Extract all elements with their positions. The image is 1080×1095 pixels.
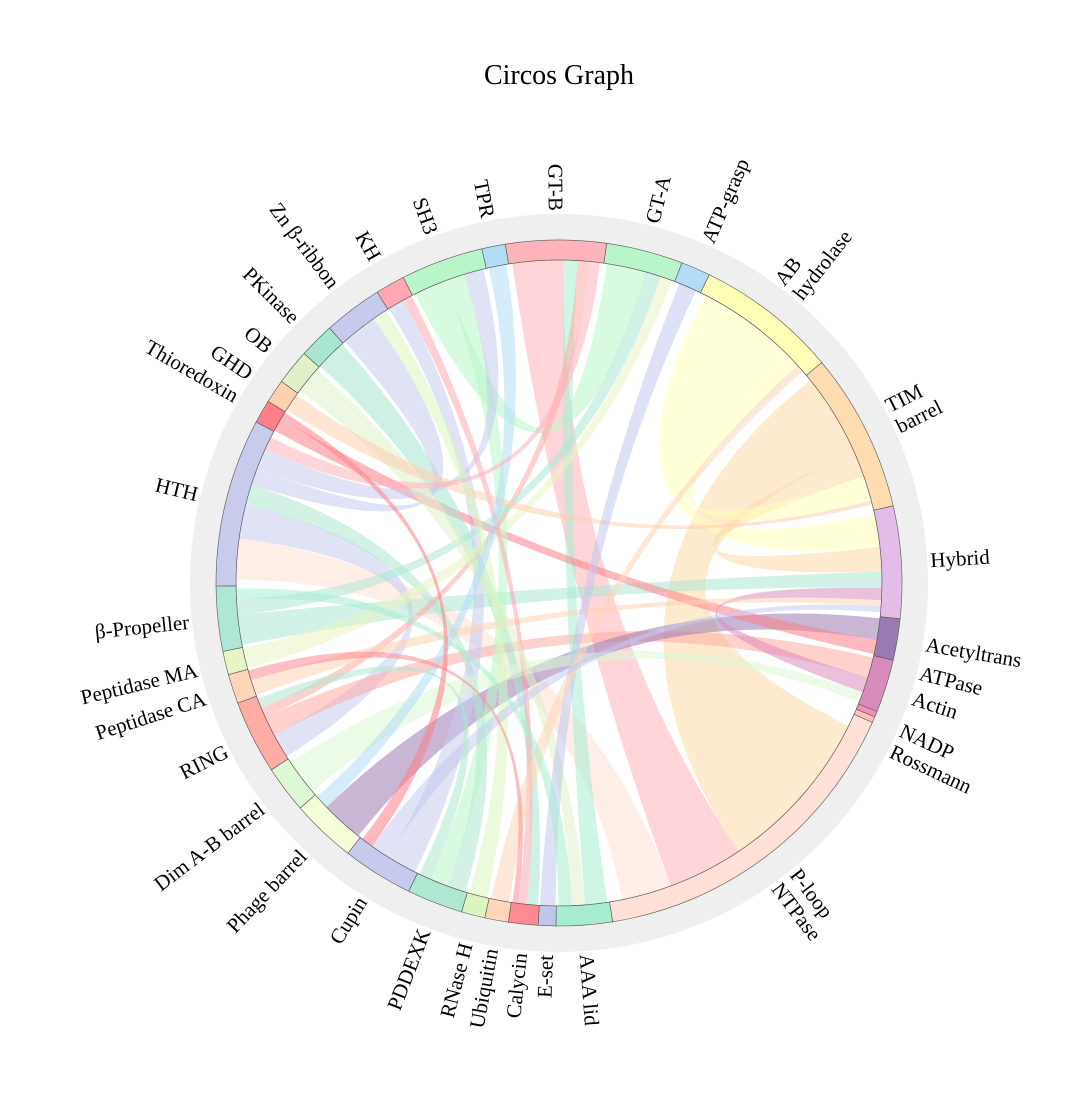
label-kh: KH (350, 227, 386, 265)
chord-tpr-phage-barrel (316, 264, 517, 808)
label-hth: HTH (153, 473, 201, 507)
chord-gt-a-sh3 (415, 263, 646, 434)
label-phage-barrel: Phage barrel (222, 844, 312, 937)
label-sh3: SH3 (408, 194, 443, 237)
chord-tim-barrel-p-loop-ntpase (663, 380, 855, 852)
label-calycin: Calycin (501, 951, 532, 1019)
arcs-layer (215, 239, 903, 927)
label-nadp-rossmann: NADPRossmann (886, 719, 986, 799)
arc-e-set (537, 905, 557, 927)
label-aaa-lid: AAA lid (575, 953, 604, 1027)
label-ring: RING (176, 740, 233, 785)
label-gt-a: GT-A (640, 172, 676, 226)
chord-hth-ring (239, 504, 414, 757)
chord-tim-barrel-hybrid (713, 452, 882, 573)
label-atp-grasp: ATP-grasp (696, 155, 754, 247)
chord-pddexk-hth (245, 484, 488, 893)
chord-thioredoxin-acetyltrans (274, 418, 877, 655)
chord-hth-sh3 (256, 269, 499, 500)
outer-ring-band (190, 214, 928, 952)
chord-beta-propeller-gt-a (236, 271, 661, 615)
label-cupin: Cupin (325, 892, 373, 949)
chart-title: Circos Graph (484, 60, 634, 91)
label-beta-propeller: β-Propeller (94, 610, 191, 644)
arc-tpr (481, 243, 509, 269)
chord-rnase-h-zn-beta-ribbon (373, 310, 509, 898)
label-gt-b: GT-B (543, 164, 567, 211)
chord-dim-a-b-barrel-atpase (290, 651, 863, 792)
label-e-set: E-set (533, 954, 558, 998)
label-pddexk: PDDEXK (382, 925, 435, 1013)
arc-calycin (507, 902, 540, 926)
label-zn-beta-ribbon: Zn β-ribbon (265, 198, 345, 294)
chord-aaa-lid-gt-b (562, 260, 608, 905)
chord-zn-beta-ribbon-hth (251, 318, 444, 512)
chord-peptidase-ca-hybrid (251, 597, 882, 696)
chord-ab-hydrolase-hybrid (659, 295, 880, 551)
links-layer (236, 259, 882, 906)
chord-cupin-kh (387, 300, 485, 873)
chord-ab-hydrolase-tim-barrel (681, 331, 872, 521)
label-pkinase: PKinase (238, 262, 304, 328)
chord-ghd-tim-barrel (286, 394, 873, 529)
label-dim-a-b-barrel: Dim A-B barrel (149, 797, 269, 896)
label-hybrid: Hybrid (930, 545, 991, 573)
chord-ring-atpase (265, 630, 874, 736)
label-tpr: TPR (469, 178, 500, 220)
chord-atpase-hybrid (715, 587, 882, 693)
arc-ubiquitin (484, 897, 512, 923)
chord-thioredoxin-cupin (281, 412, 448, 847)
chord-acetyltrans-phage-barrel (326, 613, 881, 836)
